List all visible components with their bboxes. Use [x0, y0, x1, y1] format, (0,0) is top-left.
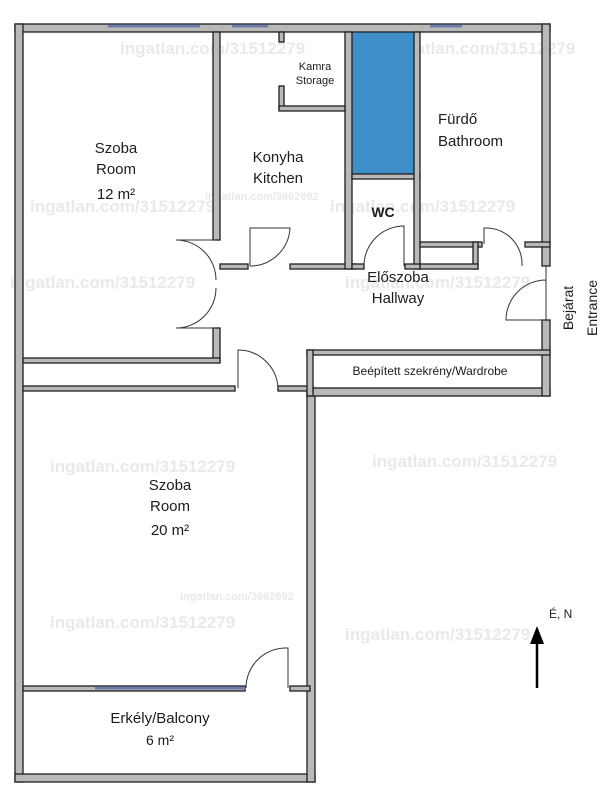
hallway-label: Előszoba [367, 269, 429, 286]
kitchen-label-en: Kitchen [253, 170, 303, 187]
wardrobe-label: Beépített szekrény/Wardrobe [353, 364, 508, 378]
watermark: ingatlan.com/31512279 [345, 625, 530, 644]
wall [541, 23, 551, 267]
north-arrow: É, N [530, 606, 572, 688]
bathroom-label: Fürdő [438, 111, 477, 128]
room-small-area: 12 m² [97, 186, 135, 203]
wall [306, 349, 551, 356]
wall [278, 31, 285, 43]
door [237, 349, 279, 389]
walls [14, 23, 551, 783]
hallway-label-en: Hallway [372, 290, 425, 307]
wall [212, 31, 221, 241]
balcony-label: Erkély/Balcony [110, 710, 210, 727]
watermark: ingatlan.com/31512279 [30, 197, 215, 216]
shower-area [351, 31, 417, 175]
storage-label-en: Storage [296, 75, 335, 87]
watermark: ingatlan.com/31512279 [390, 39, 575, 58]
wall [344, 31, 353, 270]
wall [306, 349, 314, 397]
wall [524, 241, 551, 248]
entrance-label: Bejárat [560, 286, 576, 330]
windows [95, 24, 462, 690]
wc-label: WC [371, 204, 394, 220]
door [175, 287, 217, 329]
door [175, 239, 217, 281]
wall [419, 263, 479, 270]
watermark: ingatlan.com/31512279 [50, 613, 235, 632]
watermarks: ingatlan.com/31512279 ingatlan.com/31512… [10, 39, 575, 644]
room-large-area: 20 m² [151, 522, 189, 539]
watermark: ingatlan.com/31512279 [50, 457, 235, 476]
room-small-label: Szoba [95, 140, 138, 157]
wall [219, 263, 249, 270]
wall [351, 263, 365, 270]
wall [413, 31, 421, 270]
balcony-area: 6 m² [146, 732, 174, 748]
wall [306, 387, 316, 783]
wall [541, 319, 551, 397]
wall [278, 105, 346, 112]
door [363, 225, 405, 267]
wall [306, 387, 551, 397]
watermark: ingatlan.com/31512279 [10, 273, 195, 292]
door [245, 647, 289, 689]
kitchen-label: Konyha [253, 149, 305, 166]
storage-label: Kamra [299, 61, 332, 73]
compass-label: É, N [549, 606, 572, 621]
room-labels: Szoba Room 12 m² Konyha Kitchen Kamra St… [95, 61, 600, 748]
watermark: ingatlan.com/31512279 [372, 452, 557, 471]
wall [14, 23, 551, 33]
bathroom-label-en: Bathroom [438, 133, 503, 150]
room-large-label-en: Room [150, 498, 190, 515]
room-large-label: Szoba [149, 477, 192, 494]
door [505, 266, 547, 321]
wall [212, 327, 221, 363]
door [483, 227, 523, 267]
wall [14, 773, 316, 783]
watermark: ingatlan.com/3662692 [205, 191, 319, 203]
wall [351, 173, 421, 180]
wall [22, 357, 221, 364]
wall [22, 385, 236, 392]
entrance-label-en: Entrance [584, 280, 600, 336]
room-small-label-en: Room [96, 161, 136, 178]
wall [14, 23, 24, 783]
door [249, 227, 291, 267]
watermark: ingatlan.com/31512279 [330, 197, 515, 216]
watermark: ingatlan.com/3662692 [180, 591, 294, 603]
doors [175, 225, 547, 689]
watermark: ingatlan.com/31512279 [345, 273, 530, 292]
wall [289, 685, 311, 692]
north-arrow-icon [530, 626, 544, 644]
wall [419, 241, 483, 248]
